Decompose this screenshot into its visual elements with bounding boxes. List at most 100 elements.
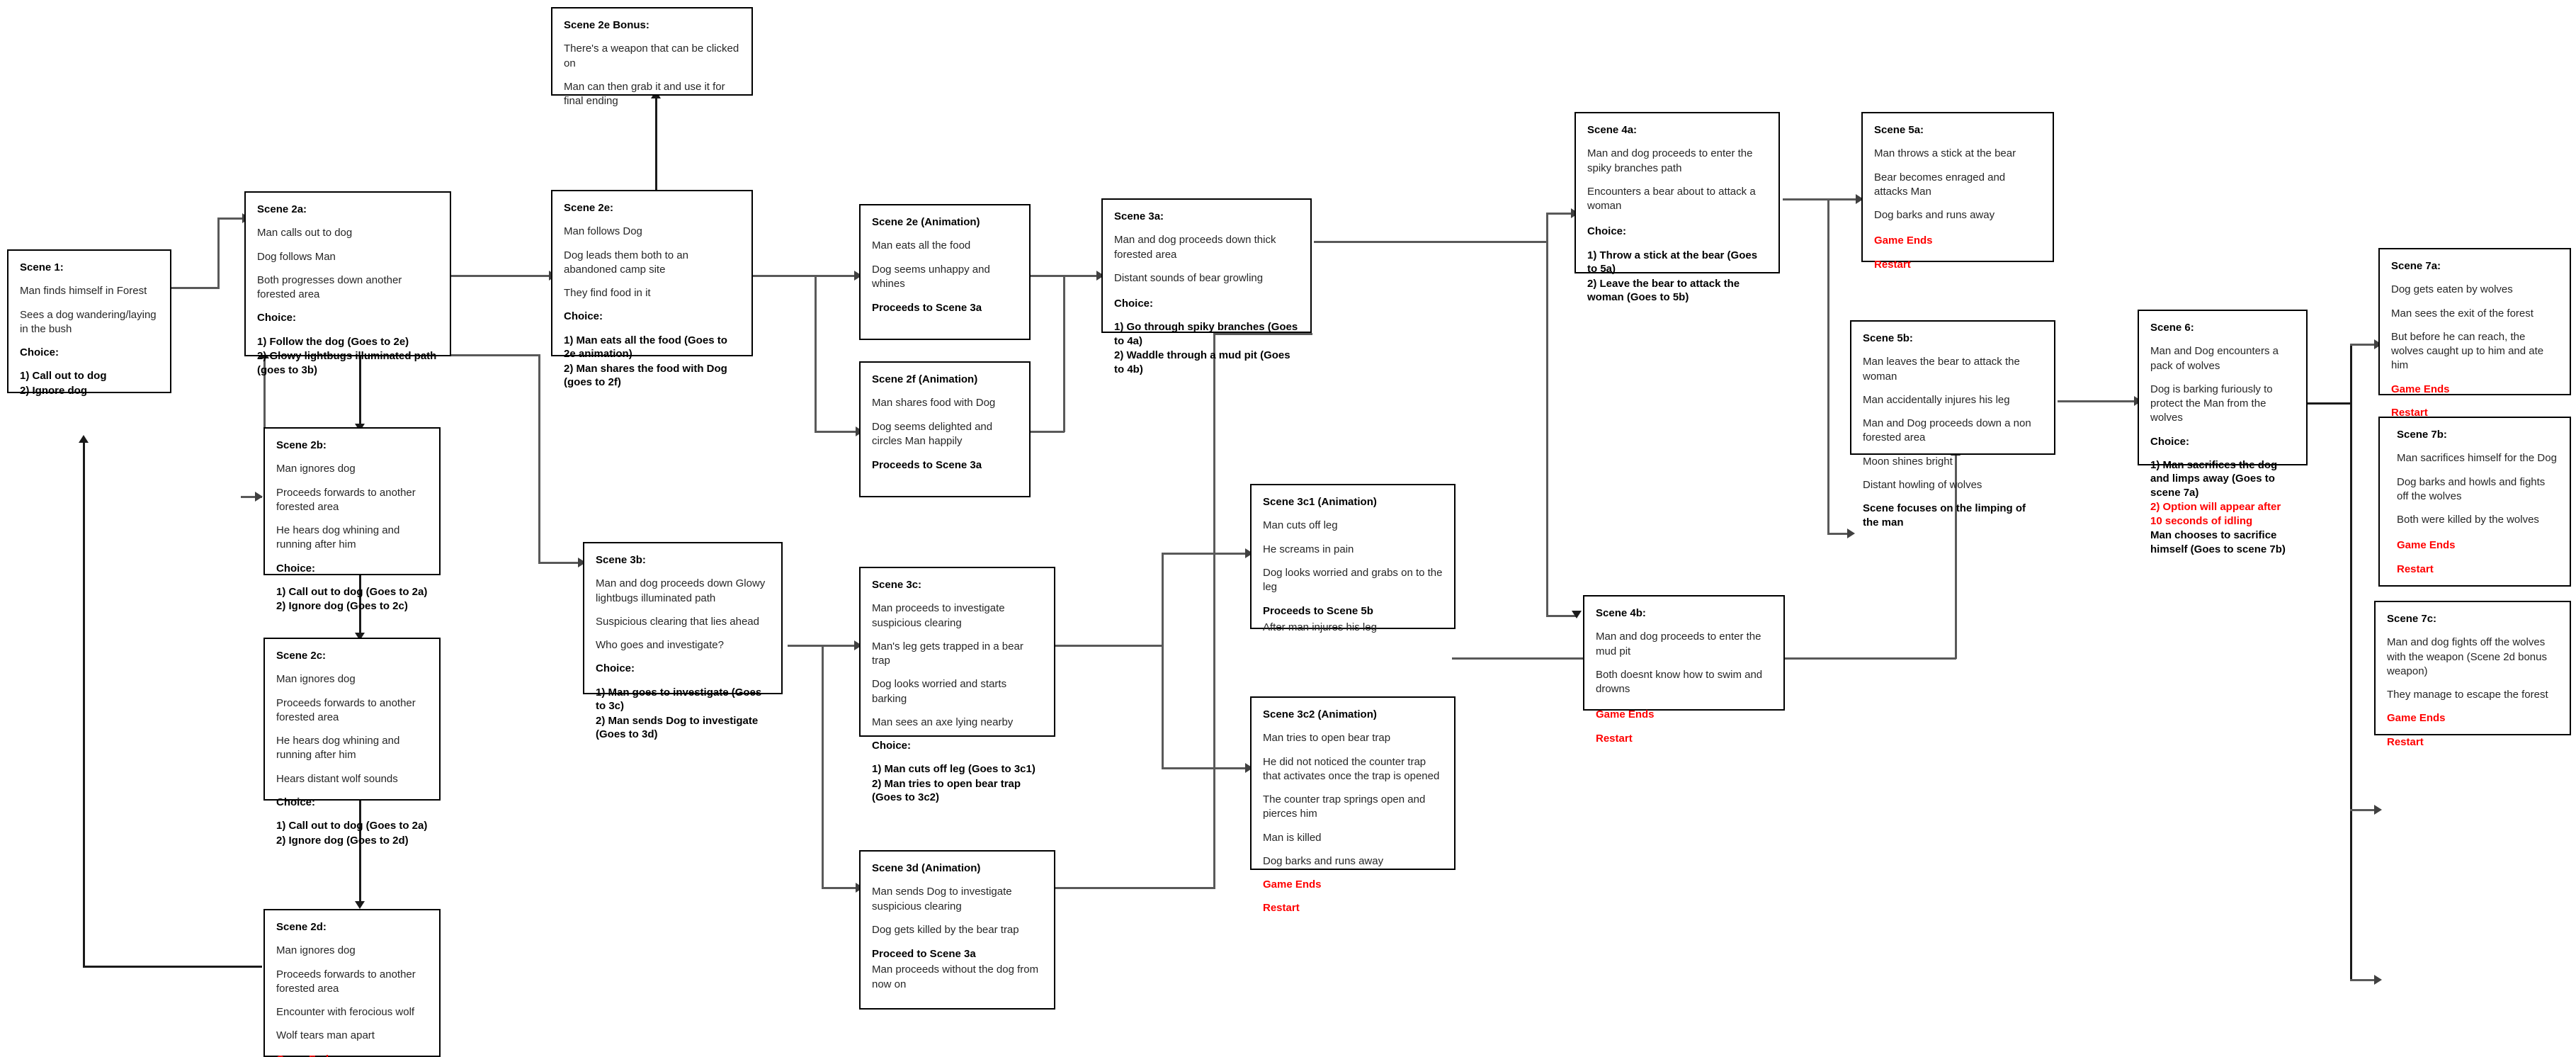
scene3b-line-0: Man and dog proceeds down Glowy lightbug… [596,577,768,604]
node-scene5b[interactable]: Scene 5b: Man leaves the bear to attack … [1850,320,2055,528]
node-scene2d[interactable]: Scene 2d: Man ignores dog Proceeds forwa… [263,909,441,1057]
node-scene2c[interactable]: Scene 2c: Man ignores dog Proceeds forwa… [263,638,441,847]
scene2b-line-1: Proceeds forwards to another forested ar… [276,486,419,513]
node-scene2e[interactable]: Scene 2e: Man follows Dog Dog leads them… [551,190,753,388]
scene2e-bonus-heading: Scene 2e Bonus: [564,19,649,31]
scene4a-line-1: Encounters a bear about to attack a woma… [1587,185,1759,212]
scene3c-option-0[interactable]: 1) Man cuts off leg (Goes to 3c1) [872,763,1035,776]
scene2a-line-0: Man calls out to dog [257,227,353,239]
node-scene2f-animation[interactable]: Scene 2f (Animation) Man shares food wit… [859,361,1031,497]
node-scene4b[interactable]: Scene 4b: Man and dog proceeds to enter … [1583,595,1785,745]
scene2f-anim-line-0: Man shares food with Dog [872,397,996,409]
scene2e-option-0[interactable]: 1) Man eats all the food (Goes to 2e ani… [564,334,731,361]
scene2a-option-1[interactable]: 2) Glowy lightbugs illuminated path (goe… [257,350,440,376]
scene7b-line-2: Both were killed by the wolves [2397,514,2539,526]
scene2c-choice-label: Choice: [276,796,316,808]
connector-3b-to-3d-h [822,887,861,889]
node-scene2e-bonus[interactable]: Scene 2e Bonus: There's a weapon that ca… [551,7,753,107]
scene5a-restart[interactable]: Restart [1874,258,1911,271]
scene6-option-1[interactable]: 1) Man sacrifices the dog and limps away… [2150,458,2281,499]
connector-2c-to-2d [359,801,361,905]
scene2f-anim-proceeds: Proceeds to Scene 3a [872,459,982,471]
arrow-6-to-7b [2374,805,2382,815]
node-scene2b[interactable]: Scene 2b: Man ignores dog Proceeds forwa… [263,427,441,612]
scene2a-option-0[interactable]: 1) Follow the dog (Goes to 2e) [257,335,409,348]
connector-3a-to-4a [1546,213,1574,215]
node-scene5a[interactable]: Scene 5a: Man throws a stick at the bear… [1861,112,2054,271]
node-scene3c[interactable]: Scene 3c: Man proceeds to investigate su… [859,567,1055,803]
scene3c-option-1[interactable]: 2) Man tries to open bear trap (Goes to … [872,777,1024,804]
scene3c-choice-label: Choice: [872,740,912,752]
scene3c1-line-1: He screams in pain [1263,543,1354,555]
scene2b-line-0: Man ignores dog [276,463,356,475]
node-scene3c1-animation[interactable]: Scene 3c1 (Animation) Man cuts off leg H… [1250,484,1456,633]
scene2b-option-1[interactable]: 2) Ignore dog (Goes to 2c) [276,600,408,613]
scene3c-line-0: Man proceeds to investigate suspicious c… [872,602,1008,629]
scene3c2-restart[interactable]: Restart [1263,902,1300,915]
node-scene3c2-animation[interactable]: Scene 3c2 (Animation) Man tries to open … [1250,696,1456,914]
scene6-option-2-note: 2) Option will appear after 10 seconds o… [2150,501,2284,527]
scene2c-option-1[interactable]: 2) Ignore dog (Goes to 2d) [276,834,409,847]
connector-3d-out [1055,887,1215,889]
scene7b-restart[interactable]: Restart [2397,563,2434,575]
connector-2fanim-to-3a [1031,431,1065,433]
node-scene7a[interactable]: Scene 7a: Dog gets eaten by wolves Man s… [2378,248,2571,419]
node-scene3b[interactable]: Scene 3b: Man and dog proceeds down Glow… [583,542,783,740]
connector-3b-to-3d-v [822,645,824,889]
node-scene3a[interactable]: Scene 3a: Man and dog proceeds down thic… [1101,198,1312,375]
scene5b-line-4: Distant howling of wolves [1863,478,1982,491]
scene6-line-0: Man and Dog encounters a pack of wolves [2150,345,2282,372]
scene3c2-line-1: He did not noticed the counter trap that… [1263,755,1440,782]
node-scene7c[interactable]: Scene 7c: Man and dog fights off the wol… [2374,601,2571,748]
node-scene1[interactable]: Scene 1: Man finds himself in Forest See… [7,249,171,397]
scene7a-heading: Scene 7a: [2391,260,2441,272]
scene2e-option-1[interactable]: 2) Man shares the food with Dog (goes to… [564,362,731,389]
scene2e-heading: Scene 2e: [564,202,614,214]
scene3b-option-1[interactable]: 2) Man sends Dog to investigate (Goes to… [596,714,761,741]
scene2c-option-0[interactable]: 1) Call out to dog (Goes to 2a) [276,820,428,832]
connector-4a-to-5a [1783,198,1861,200]
scene5a-line-1: Bear becomes enraged and attacks Man [1874,171,2009,198]
scene4a-option-0[interactable]: 1) Throw a stick at the bear (Goes to 5a… [1587,249,1761,276]
scene3a-option-0[interactable]: 1) Go through spiky branches (Goes to 4a… [1114,321,1301,347]
scene1-option-0[interactable]: 1) Call out to dog [20,370,107,383]
connector-2a-to-3b-v [538,354,540,563]
scene3c2-line-2: The counter trap springs open and pierce… [1263,793,1429,820]
scene2e-anim-proceeds: Proceeds to Scene 3a [872,302,982,314]
scene2d-line-2: Encounter with ferocious wolf [276,1006,415,1018]
connector-2d-to-scene1-v [83,443,85,967]
node-scene2a[interactable]: Scene 2a: Man calls out to dog Dog follo… [244,191,451,376]
scene6-option-2[interactable]: Man chooses to sacrifice himself (Goes t… [2150,529,2286,555]
connector-6-bus [2350,344,2352,981]
scene3c1-line-0: Man cuts off leg [1263,519,1338,532]
scene1-choice-label: Choice: [20,346,59,358]
node-scene6[interactable]: Scene 6: Man and Dog encounters a pack o… [2138,310,2308,555]
scene3d-line-1: Dog gets killed by the bear trap [872,923,1019,936]
connector-2a-down-h [451,354,540,356]
scene3c-line-3: Man sees an axe lying nearby [872,716,1014,728]
arrow-into-2b [255,492,263,502]
scene3d-heading: Scene 3d (Animation) [872,862,981,874]
scene4b-restart[interactable]: Restart [1596,732,1633,745]
scene1-option-1[interactable]: 2) Ignore dog [20,384,87,397]
scene4a-option-1[interactable]: 2) Leave the bear to attack the woman (G… [1587,277,1743,304]
scene5a-line-0: Man throws a stick at the bear [1874,147,2016,160]
scene3b-option-0[interactable]: 1) Man goes to investigate (Goes to 3c) [596,686,765,713]
scene7c-restart[interactable]: Restart [2387,735,2424,748]
node-scene4a[interactable]: Scene 4a: Man and dog proceeds to enter … [1574,112,1780,303]
scene2f-anim-line-1: Dog seems delighted and circles Man happ… [872,420,996,447]
scene7a-restart[interactable]: Restart [2391,406,2428,419]
scene2b-option-0[interactable]: 1) Call out to dog (Goes to 2a) [276,585,428,598]
scene4b-game-ends: Game Ends [1596,708,1655,721]
scene7c-line-0: Man and dog fights off the wolves with t… [2387,636,2551,677]
scene2d-line-3: Wolf tears man apart [276,1029,375,1042]
node-scene2e-animation[interactable]: Scene 2e (Animation) Man eats all the fo… [859,204,1031,340]
scene3a-option-1[interactable]: 2) Waddle through a mud pit (Goes to 4b) [1114,349,1293,375]
scene5a-line-2: Dog barks and runs away [1874,209,1995,221]
node-scene3d-animation[interactable]: Scene 3d (Animation) Man sends Dog to in… [859,850,1055,1010]
scene5b-line-2: Man and Dog proceeds down a non forested… [1863,417,2034,444]
scene2a-choice-label: Choice: [257,312,297,324]
node-scene7b[interactable]: Scene 7b: Man sacrifices himself for the… [2378,417,2571,587]
scene3a-choice-label: Choice: [1114,298,1154,310]
connector-2d-to-scene1-h [83,966,262,968]
